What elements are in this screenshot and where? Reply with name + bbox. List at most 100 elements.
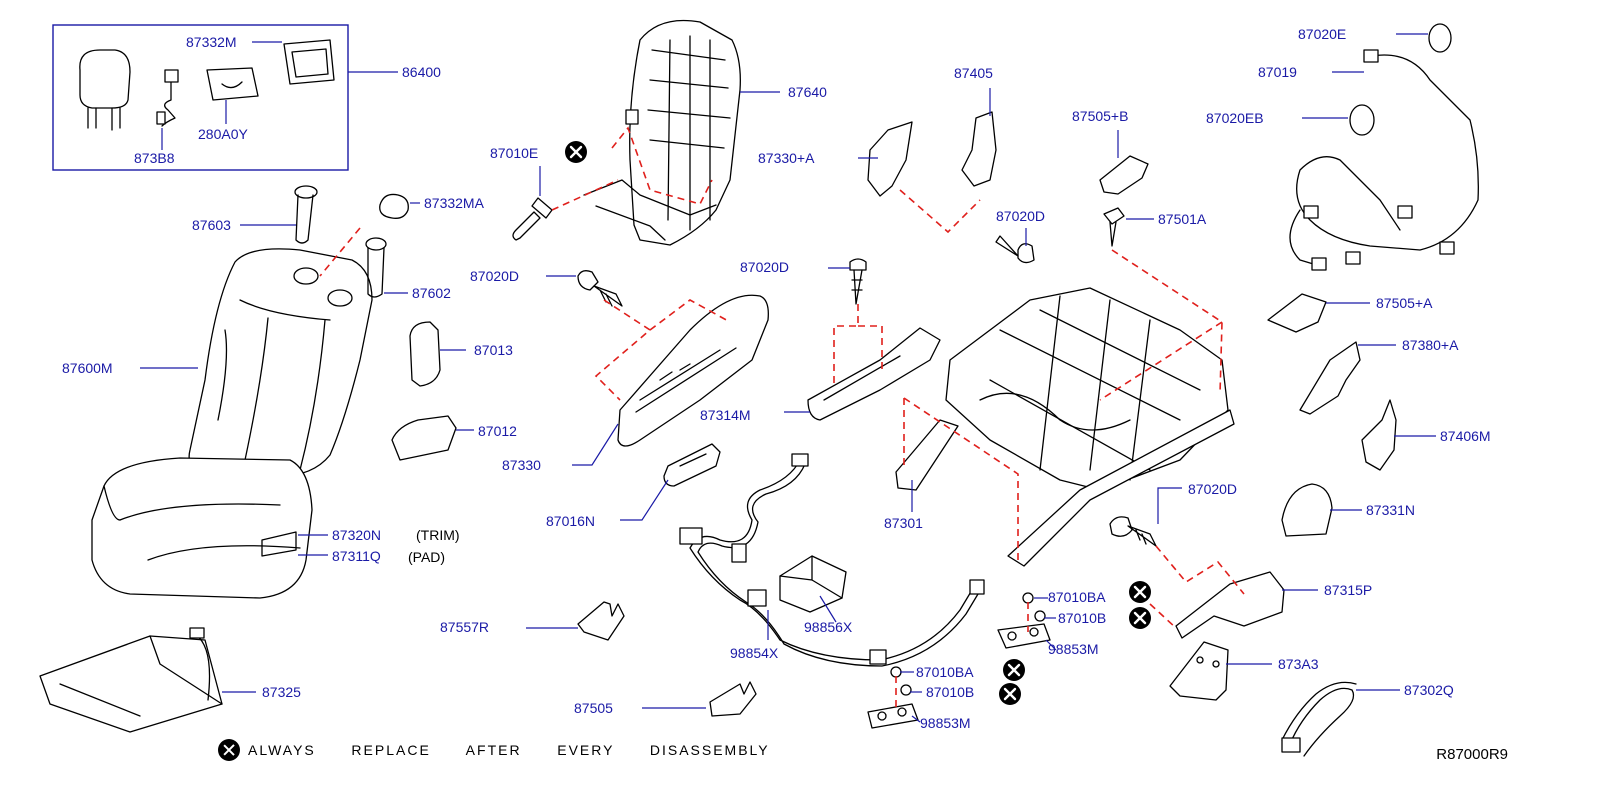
clip-87020EB-part xyxy=(1349,104,1375,136)
module-280A0Y-part xyxy=(206,67,259,101)
label-87406M: 87406M xyxy=(1440,428,1491,444)
label-87325: 87325 xyxy=(262,684,301,700)
headrest-guide-87602-part xyxy=(365,237,387,298)
label-87019: 87019 xyxy=(1258,64,1297,80)
label-98856X: 98856X xyxy=(804,619,853,635)
label-87012: 87012 xyxy=(478,423,517,439)
label-98853M-right: 98853M xyxy=(1048,641,1099,657)
rail-87314M-part xyxy=(807,327,941,421)
label-87016N: 87016N xyxy=(546,513,595,529)
replace-badge-87315P-a xyxy=(1127,579,1153,605)
pad-note: (PAD) xyxy=(408,549,445,565)
label-87020D-left: 87020D xyxy=(470,268,519,284)
part-labels: 87332M 86400 873B8 280A0Y 87603 87332MA … xyxy=(62,26,1491,731)
clip-87505A-part xyxy=(1267,293,1327,333)
bracket-98853M-right-part xyxy=(997,623,1051,649)
bolt-87010E-part xyxy=(512,197,553,241)
label-87013: 87013 xyxy=(474,342,513,358)
label-98854X: 98854X xyxy=(730,645,779,661)
trim-87330A-part xyxy=(867,121,913,197)
trim-87012-part xyxy=(391,415,457,461)
label-87602: 87602 xyxy=(412,285,451,301)
label-87302Q: 87302Q xyxy=(1404,682,1454,698)
label-87010E: 87010E xyxy=(490,145,538,161)
kit-box xyxy=(52,24,349,171)
cap-87331N-part xyxy=(1281,483,1333,537)
replace-badge-87010BA-right xyxy=(1001,657,1027,683)
label-98853M-left: 98853M xyxy=(920,715,971,731)
label-87020E: 87020E xyxy=(1298,26,1346,42)
label-87314M: 87314M xyxy=(700,407,751,423)
bracket-98853M-left-part xyxy=(867,703,919,729)
trim-87405-part xyxy=(961,111,997,187)
switch-87016N-part xyxy=(663,443,721,487)
headrest-part xyxy=(79,49,131,131)
label-87010BA-right: 87010BA xyxy=(1048,589,1106,605)
replace-x-icon xyxy=(218,739,240,761)
trim-note: (TRIM) xyxy=(416,527,460,543)
bolt-87501A-part xyxy=(1103,207,1125,247)
headrest-guide-part xyxy=(156,69,179,127)
label-87557R: 87557R xyxy=(440,619,489,635)
replace-badge-87010E xyxy=(563,139,589,165)
replace-badge-87315P-b xyxy=(1127,605,1153,631)
label-87330: 87330 xyxy=(502,457,541,473)
label-87010BA-left: 87010BA xyxy=(916,664,974,680)
label-87501A: 87501A xyxy=(1158,211,1207,227)
label-87320N: 87320N xyxy=(332,527,381,543)
replace-legend-text: ALWAYS REPLACE AFTER EVERY DISASSEMBLY xyxy=(248,742,770,758)
trim-87013-part xyxy=(409,321,441,387)
screw-87020D-mid-part xyxy=(995,235,1035,264)
diagram-reference-code: R87000R9 xyxy=(1436,746,1508,763)
screw-87020D-left-part xyxy=(577,270,623,307)
replace-badge-87010B-left xyxy=(997,681,1023,707)
label-873B8: 873B8 xyxy=(134,150,175,166)
label-87505: 87505 xyxy=(574,700,613,716)
screw-87020D-right-part xyxy=(1109,516,1157,547)
nut-87010B-right-part xyxy=(1034,610,1046,622)
headrest-kit-group xyxy=(52,24,349,171)
label-87311Q: 87311Q xyxy=(332,548,381,564)
label-87301: 87301 xyxy=(884,515,923,531)
headrest-rod-87603-part xyxy=(294,185,318,244)
label-87020D-top: 87020D xyxy=(740,259,789,275)
replace-legend: ALWAYS REPLACE AFTER EVERY DISASSEMBLY xyxy=(218,738,770,762)
label-87603: 87603 xyxy=(192,217,231,233)
assembly-guide-lines xyxy=(319,126,1245,712)
cable-87302Q-part xyxy=(1281,681,1357,757)
headrest-guide-87332MA-part xyxy=(379,193,409,219)
label-86400: 86400 xyxy=(402,64,441,80)
cover-87557R-part xyxy=(577,601,625,641)
seat-back-frame-part xyxy=(583,19,741,246)
cover-87315P-part xyxy=(1175,571,1285,639)
side-trim-87330-part xyxy=(617,294,769,447)
bracket-873A3-part xyxy=(1169,641,1229,701)
label-280A0Y: 280A0Y xyxy=(198,126,248,142)
label-87505B: 87505+B xyxy=(1072,108,1128,124)
label-87600M: 87600M xyxy=(62,360,113,376)
harness-98854X-part xyxy=(679,453,985,667)
label-87380A: 87380+A xyxy=(1402,337,1459,353)
harness-87019-part xyxy=(1289,49,1479,271)
seat-frame-87301-part xyxy=(895,287,1235,567)
clip-87505B-part xyxy=(1099,155,1149,195)
label-87020D-mid: 87020D xyxy=(996,208,1045,224)
nut-87010BA-left-part xyxy=(890,666,902,678)
seat-cushion-part xyxy=(91,457,313,599)
label-873A3: 873A3 xyxy=(1278,656,1319,672)
label-87405: 87405 xyxy=(954,65,993,81)
label-87332M: 87332M xyxy=(186,34,237,50)
trim-87406M-part xyxy=(1361,399,1397,471)
label-87315P: 87315P xyxy=(1324,582,1372,598)
nut-87010B-left-part xyxy=(900,684,912,696)
label-87330A: 87330+A xyxy=(758,150,815,166)
bracket-87332M-part xyxy=(283,39,335,85)
label-87020D-right: 87020D xyxy=(1188,481,1237,497)
label-87332MA: 87332MA xyxy=(424,195,485,211)
seat-pan-87325-part xyxy=(39,627,223,733)
label-87020EB: 87020EB xyxy=(1206,110,1264,126)
screw-87020D-top-part xyxy=(849,258,867,305)
cover-87505-part xyxy=(709,681,757,717)
label-87331N: 87331N xyxy=(1366,502,1415,518)
